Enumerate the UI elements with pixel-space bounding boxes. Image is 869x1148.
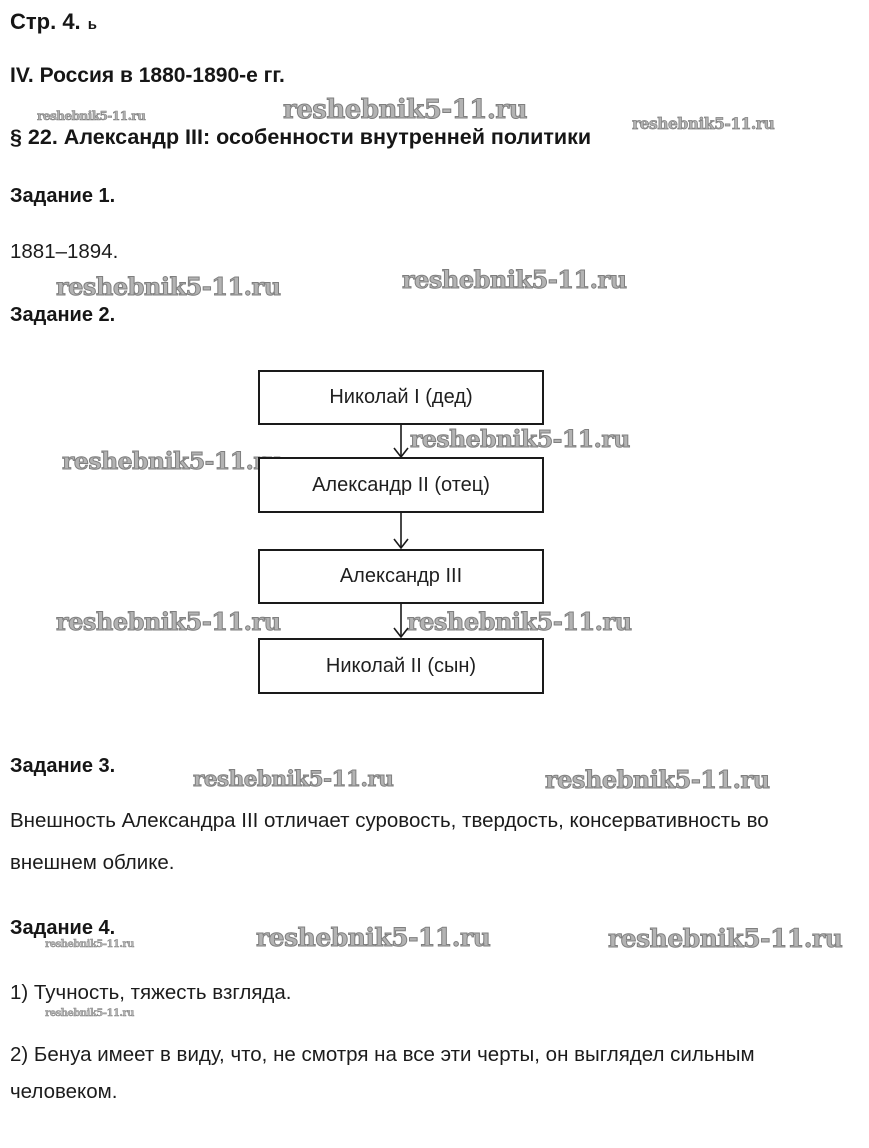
down-arrow-icon — [393, 423, 409, 459]
task-4-item-1: 1) Тучность, тяжесть взгляда. — [10, 981, 292, 1004]
task-4-item-2-line-1: 2) Бенуа имеет в виду, что, не смотря на… — [10, 1043, 755, 1066]
watermark: reshebnik5-11.ru — [407, 607, 633, 637]
diagram-node-nikolai-2: Николай II (сын) — [258, 638, 544, 694]
task-4-item-2-line-2: человеком. — [10, 1080, 118, 1103]
watermark: reshebnik5-11.ru — [402, 265, 628, 295]
watermark: reshebnik5-11.ru — [192, 767, 394, 793]
watermark: reshebnik5-11.ru — [62, 447, 283, 476]
task-3-answer-line-2: внешнем облике. — [10, 851, 175, 874]
watermark: reshebnik5-11.ru — [45, 939, 135, 950]
watermark: reshebnik5-11.ru — [282, 95, 528, 126]
page-number-heading: Стр. 4. ь — [10, 9, 97, 35]
diagram-node-nikolai-1: Николай I (дед) — [258, 370, 544, 425]
watermark: reshebnik5-11.ru — [255, 923, 491, 953]
watermark: reshebnik5-11.ru — [607, 924, 843, 954]
chapter-title: IV. Россия в 1880-1890-е гг. — [10, 64, 285, 87]
diagram-node-alexander-2: Александр II (отец) — [258, 457, 544, 513]
watermark: reshebnik5-11.ru — [632, 114, 775, 134]
diagram-node-label: Александр II (отец) — [312, 473, 490, 496]
task-2-label: Задание 2. — [10, 304, 116, 326]
down-arrow-icon — [393, 512, 409, 550]
diagram-node-label: Николай I (дед) — [329, 386, 473, 408]
task-1-label: Задание 1. — [10, 185, 116, 207]
diagram-node-label: Александр III — [339, 565, 463, 587]
page-number-suffix: ь — [87, 16, 97, 33]
task-3-answer-line-1: Внешность Александра III отличает сурово… — [10, 809, 769, 832]
diagram-node-alexander-3: Александр III — [258, 549, 544, 604]
down-arrow-icon — [393, 602, 409, 639]
watermark: reshebnik5-11.ru — [410, 425, 631, 454]
watermark: reshebnik5-11.ru — [37, 109, 146, 124]
task-1-answer: 1881–1894. — [10, 240, 119, 263]
watermark: reshebnik5-11.ru — [56, 272, 282, 302]
diagram-node-label: Николай II (сын) — [325, 654, 477, 677]
watermark: reshebnik5-11.ru — [45, 1008, 135, 1019]
paragraph-title: § 22. Александр III: особенности внутрен… — [10, 125, 592, 149]
task-4-label: Задание 4. — [10, 917, 116, 939]
watermark: reshebnik5-11.ru — [545, 765, 771, 795]
page-number-text: Стр. 4. — [10, 9, 81, 34]
watermark: reshebnik5-11.ru — [56, 607, 282, 637]
task-3-label: Задание 3. — [10, 755, 116, 777]
